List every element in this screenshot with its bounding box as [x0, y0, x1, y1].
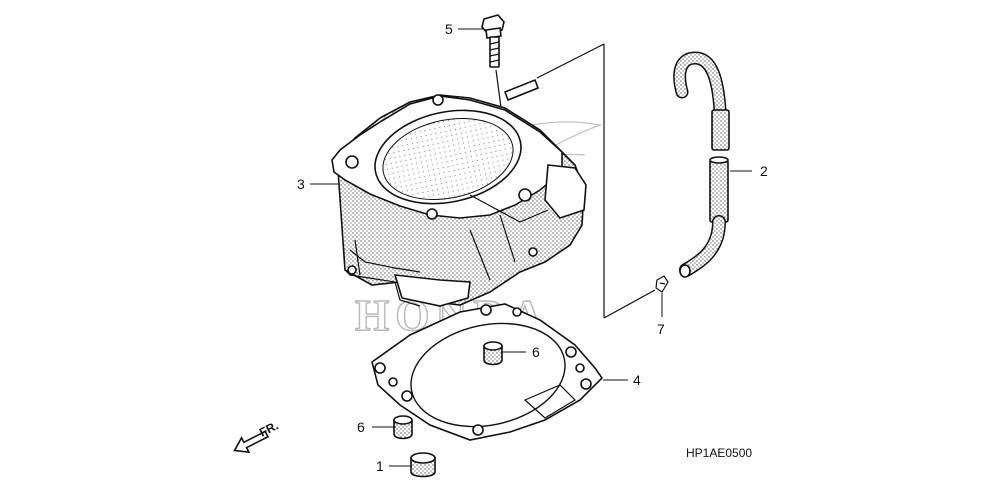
callout-1: 1	[376, 458, 384, 474]
cylinder[interactable]	[331, 78, 587, 307]
dowel-pin-1[interactable]	[410, 452, 436, 478]
dowel-pin-upper[interactable]	[483, 341, 503, 366]
callout-2: 2	[760, 163, 768, 179]
callout-5: 5	[445, 21, 453, 37]
breather-tube[interactable]	[673, 51, 730, 278]
cylinder-gasket[interactable]	[371, 303, 604, 441]
bolt[interactable]	[481, 14, 505, 68]
front-direction-arrow-icon	[233, 430, 270, 454]
dowel-pin-lower[interactable]	[393, 415, 413, 440]
diagram-code: HP1AE0500	[686, 446, 752, 460]
callout-6-upper: 6	[532, 344, 540, 360]
callout-3: 3	[297, 176, 305, 192]
callout-6-lower: 6	[357, 419, 365, 435]
callout-7: 7	[657, 321, 665, 337]
leader-lines	[310, 28, 752, 467]
callout-4: 4	[633, 372, 641, 388]
hose-clip[interactable]	[655, 275, 669, 293]
